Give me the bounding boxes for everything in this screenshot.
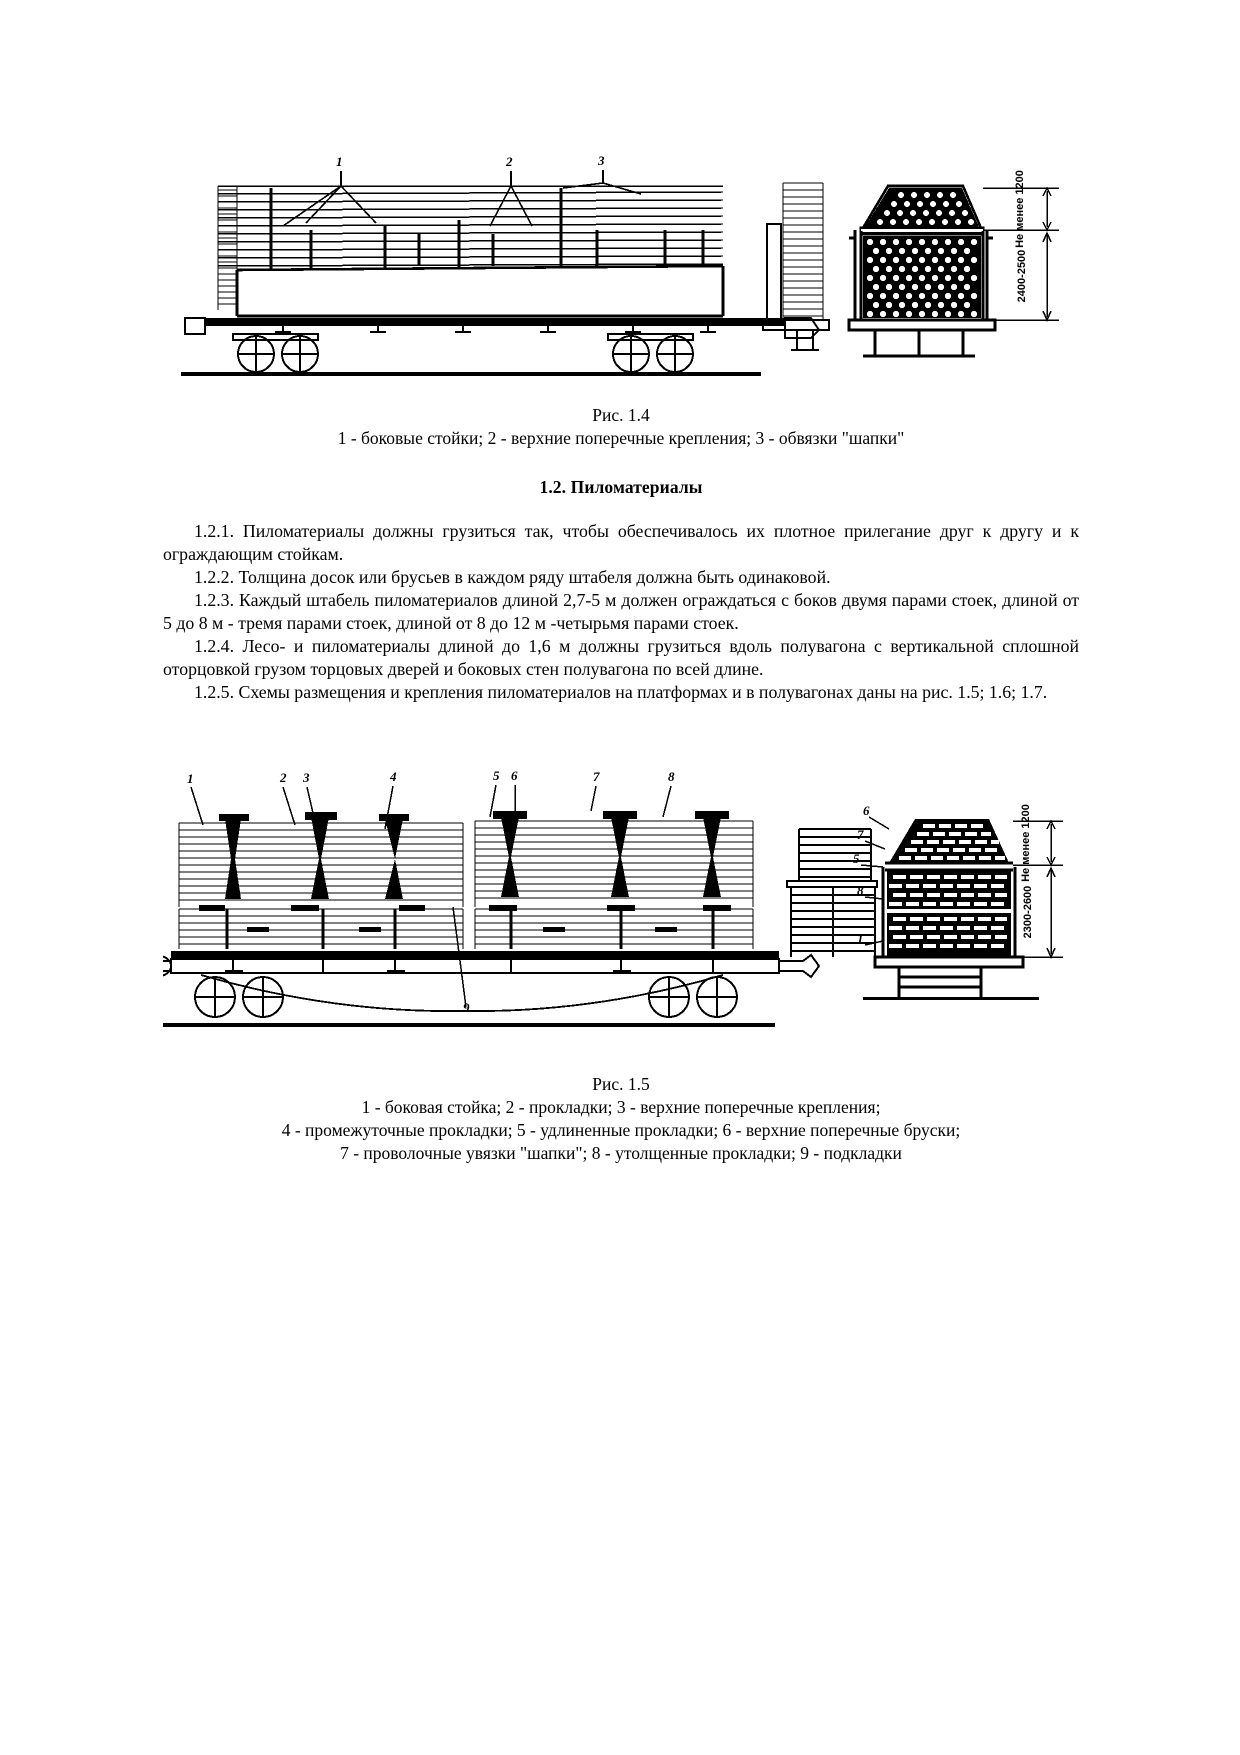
figure-1-5-callout-4: 4: [389, 769, 397, 784]
figure-1-5-caption: Рис. 1.5 1 - боковая стойка; 2 - проклад…: [163, 1073, 1079, 1166]
paragraph-1-2-3: 1.2.3. Каждый штабель пиломатериалов дли…: [163, 589, 1079, 634]
figure-1-5-callout-9: 9: [463, 1000, 470, 1015]
figure-1-5-caption-number: Рис. 1.5: [592, 1073, 650, 1094]
figure-1-4-caption: Рис. 1.4 1 - боковые стойки; 2 - верхние…: [163, 404, 1079, 451]
figure-1-5-callout-7: 7: [593, 769, 600, 784]
figure-1-4-drawing: 1 2 3: [181, 153, 1059, 376]
paragraph-1-2-1: 1.2.1. Пиломатериалы должны грузиться та…: [163, 520, 1079, 564]
figure-1-5-drawing: 1 2 3 4 5 6 7 8 9: [163, 768, 1063, 1027]
figure-1-5-end-callout-6: 6: [863, 803, 870, 818]
figure-1-5-caption-legend-line-3: 7 - проволочные увязки "шапки"; 8 - утол…: [340, 1143, 902, 1164]
figure-1-5-caption-legend-line-2: 4 - промежуточные прокладки; 5 - удлинен…: [281, 1120, 961, 1141]
figure-1-5-callout-8: 8: [668, 769, 675, 784]
figure-1-5-end-callout-1: 1: [857, 931, 864, 946]
figure-1-5-end-callout-7: 7: [857, 827, 864, 842]
figure-1-5-dimension-2: 2300-2600: [1022, 885, 1034, 938]
figure-1-5-callout-1: 1: [187, 771, 194, 786]
figure-1-5-end-callout-8: 8: [857, 883, 864, 898]
figure-1-5-callout-5: 5: [493, 768, 500, 783]
paragraph-1-2-4: 1.2.4. Лесо- и пиломатериалы длиной до 1…: [163, 636, 1079, 680]
paragraph-1-2-5: 1.2.5. Схемы размещения и крепления пило…: [194, 682, 1048, 703]
figure-1-4-caption-legend: 1 - боковые стойки; 2 - верхние поперечн…: [337, 428, 905, 449]
figure-1-5-dimension-1: Не менее 1200: [1020, 804, 1032, 882]
figure-1-5-callout-6: 6: [511, 768, 518, 783]
figure-1-5-callout-2: 2: [279, 770, 287, 785]
figure-1-5-callout-3: 3: [302, 770, 310, 785]
figure-1-5-end-callout-5: 5: [853, 851, 860, 866]
figure-1-4-callout-2: 2: [505, 154, 513, 169]
paragraph-1-2-2: 1.2.2. Толщина досок или брусьев в каждо…: [194, 566, 831, 587]
figure-1-4-dimension-2: 2400-2500: [1016, 250, 1028, 303]
figure-1-5: 1 2 3 4 5 6 7 8 9: [163, 767, 1079, 1166]
figure-1-4: 1 2 3: [163, 138, 1079, 451]
figure-1-4-callout-3: 3: [597, 153, 605, 168]
section-heading: 1.2. Пиломатериалы: [539, 476, 703, 497]
figure-1-4-callout-1: 1: [336, 154, 343, 169]
figure-1-5-caption-legend-line-1: 1 - боковая стойка; 2 - прокладки; 3 - в…: [361, 1096, 881, 1117]
figure-1-4-dimension-1: Не менее 1200: [1014, 170, 1026, 248]
page-content: 1 2 3: [163, 0, 1079, 1166]
figure-1-4-caption-number: Рис. 1.4: [592, 405, 650, 425]
